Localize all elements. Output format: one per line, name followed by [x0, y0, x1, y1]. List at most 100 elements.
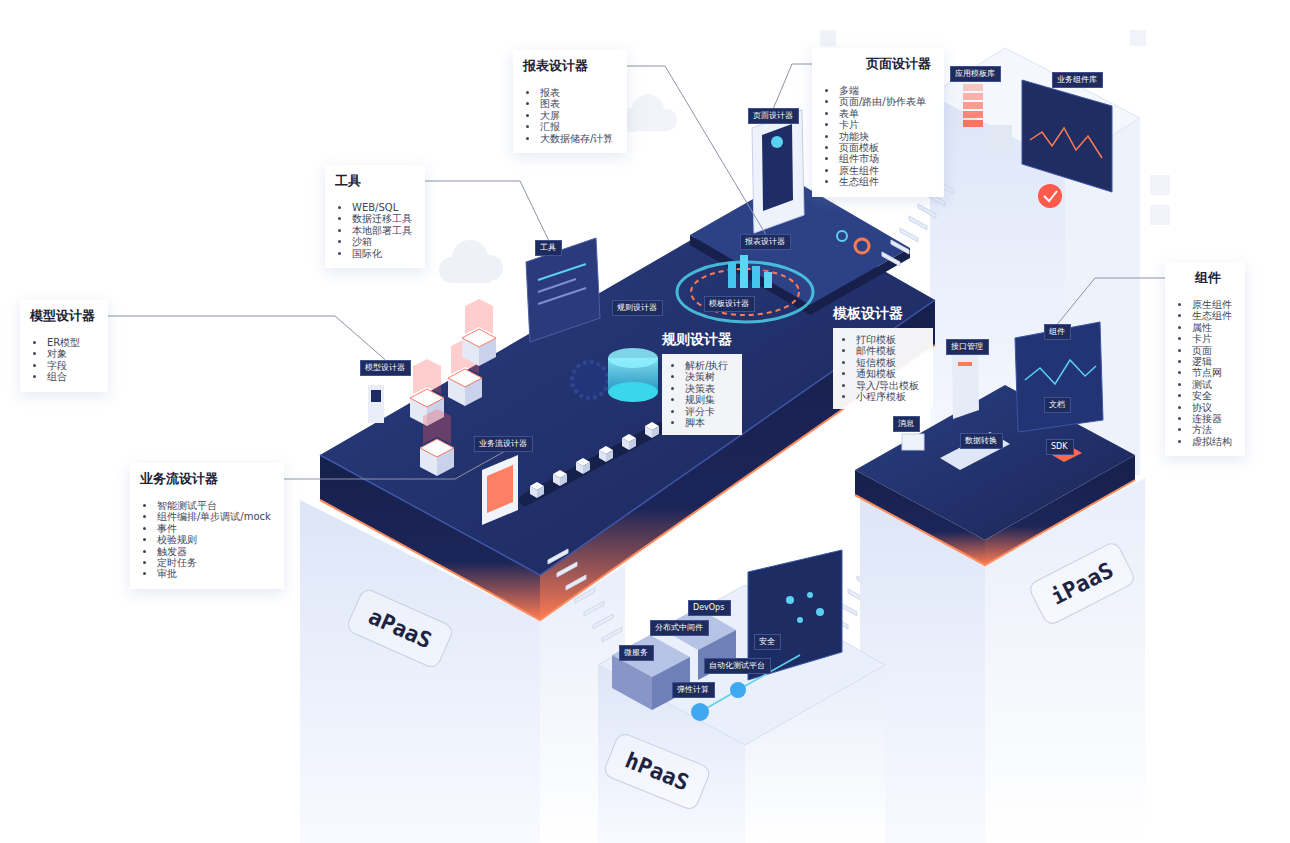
callout-body: 多端页面/路由/协作表单表单卡片功能块页面模板组件市场原生组件生态组件: [822, 85, 932, 188]
model-area: [368, 385, 384, 423]
flow-line: [482, 455, 518, 525]
bullet-dot: [1178, 326, 1181, 329]
deco-squares: [820, 30, 836, 46]
upper-tier: [762, 124, 793, 211]
tag-label: 业务流设计器: [479, 439, 527, 448]
bullet-text: 打印模板: [856, 334, 896, 345]
bullet-item: 原生组件: [822, 165, 932, 176]
template-ring: [740, 255, 748, 288]
bullet-item: 报表: [523, 87, 615, 98]
bullet-text: 功能块: [839, 131, 869, 142]
bullet-dot: [143, 572, 146, 575]
deco-squares: [1150, 205, 1170, 225]
bullet-dot: [1178, 440, 1181, 443]
component-tag: 组件: [1044, 324, 1071, 340]
top-right-pillar: [963, 93, 983, 100]
bullet-text: 属性: [1192, 322, 1212, 333]
bullet-dot: [825, 169, 828, 172]
top-right-pillar: [1022, 80, 1112, 192]
callout-body: 打印模板邮件模板短信模板通知模板导入/导出模板小程序模板: [833, 328, 933, 409]
bullet-dot: [825, 135, 828, 138]
bullet-item: 组件编排/单步调试/mock: [140, 511, 272, 522]
bullet-item: 原生组件: [1175, 299, 1233, 310]
bullet-dot: [671, 375, 674, 378]
bullet-item: 汇报: [523, 121, 615, 132]
bullet-text: 大屏: [540, 110, 560, 121]
bullet-dot: [1178, 417, 1181, 420]
upper-tier: [837, 231, 847, 241]
component-tag: 规则设计器: [612, 300, 663, 316]
bullet-item: 解析/执行: [668, 360, 730, 371]
component-tag: 模型设计器: [360, 360, 411, 376]
bullet-item: 审批: [140, 568, 272, 579]
bullet-text: 组合: [47, 371, 67, 382]
bullet-text: 多端: [839, 85, 859, 96]
leader-line: [774, 64, 813, 108]
leader-line: [108, 316, 386, 360]
bullet-text: 本地部署工具: [352, 225, 412, 236]
bullet-text: 方法: [1192, 424, 1212, 435]
ipaas-platform: [1025, 360, 1096, 384]
tag-label: 自动化测试平台: [709, 661, 765, 670]
tag-label: 业务组件库: [1057, 75, 1097, 84]
bullet-dot: [143, 561, 146, 564]
bullet-dot: [842, 349, 845, 352]
bullet-item: 对象: [30, 348, 96, 359]
bullet-text: 卡片: [1192, 333, 1212, 344]
component-tag: 分布式中间件: [650, 620, 709, 636]
tool-board: [538, 264, 586, 280]
bullet-item: 邮件模板: [839, 345, 921, 356]
bullet-text: 页面: [1192, 345, 1212, 356]
bullet-dot: [143, 538, 146, 541]
bullet-dot: [671, 398, 674, 401]
bullet-text: 决策树: [685, 371, 715, 382]
bullet-dot: [1178, 360, 1181, 363]
bullet-text: 组件编排/单步调试/mock: [157, 511, 271, 522]
hpaas-pillar: [691, 703, 709, 721]
top-right-pillar: [1044, 191, 1057, 201]
layer-name: iPaaS: [1047, 557, 1117, 609]
callout-body: ER模型对象字段组合: [30, 337, 96, 383]
bullet-text: 导入/导出模板: [856, 380, 919, 391]
bullet-text: 协议: [1192, 402, 1212, 413]
bullet-text: 短信模板: [856, 357, 896, 368]
tool-board: [538, 288, 586, 304]
bullet-item: 规则集: [668, 394, 730, 405]
callout-heading: 业务流设计器: [140, 470, 272, 488]
bullet-item: 测试: [1175, 379, 1233, 390]
bullet-item: 属性: [1175, 322, 1233, 333]
tag-label: 规则设计器: [617, 303, 657, 312]
callout-heading: 规则设计器: [662, 330, 742, 348]
top-right-pillar: [990, 125, 1012, 151]
deco-squares: [1130, 30, 1146, 46]
bullet-dot: [33, 341, 36, 344]
bullet-item: 大数据储存/计算: [523, 133, 615, 144]
bullet-dot: [825, 180, 828, 183]
component-tag: 消息: [893, 416, 920, 432]
bullet-dot: [825, 100, 828, 103]
bullet-dot: [825, 123, 828, 126]
bullet-item: 打印模板: [839, 334, 921, 345]
upper-tier: [810, 248, 910, 315]
bullet-dot: [33, 352, 36, 355]
rule-engine: [608, 348, 658, 368]
bullet-item: 大屏: [523, 110, 615, 121]
bullet-dot: [143, 527, 146, 530]
bullet-dot: [526, 125, 529, 128]
bullet-text: 表单: [839, 108, 859, 119]
bullet-item: 表单: [822, 108, 932, 119]
bullet-text: 虚拟结构: [1192, 436, 1232, 447]
hpaas-pillar: [797, 617, 803, 623]
deco-squares: [1150, 175, 1170, 195]
bullet-dot: [338, 240, 341, 243]
component-tag: 页面设计器: [748, 108, 799, 124]
bullet-item: 评分卡: [668, 406, 730, 417]
callout-heading: 工具: [335, 172, 413, 190]
bullet-item: 图表: [523, 98, 615, 109]
ipaas-platform: [940, 432, 1010, 470]
apaas-platform: [320, 345, 935, 620]
bullet-dot: [338, 229, 341, 232]
bullet-item: 短信模板: [839, 357, 921, 368]
bullet-dot: [338, 206, 341, 209]
